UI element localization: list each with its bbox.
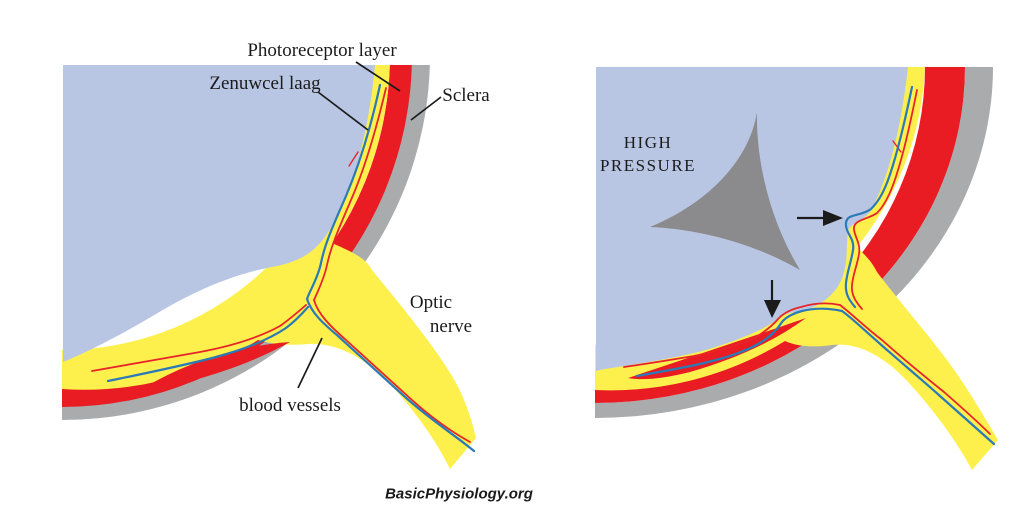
label-leader-lines — [297, 61, 442, 389]
blood-vessels-right — [623, 85, 996, 446]
retinal-vessel-red-lower — [623, 302, 841, 368]
retinal-vessel-blue-lower — [106, 305, 310, 383]
arrow-down-icon — [764, 280, 781, 318]
retinal-vessel-red-lower — [91, 304, 307, 372]
arrow-right-icon — [797, 210, 843, 226]
sclera-band — [595, 67, 993, 418]
retinal-vessel-blue-lower — [635, 307, 844, 378]
optic-nerve-label-line1: Optic — [409, 292, 453, 314]
photoreceptor-leader-line — [355, 61, 401, 92]
high-pressure-label-line2: PRESSURE — [599, 156, 697, 176]
sclera-label: Sclera — [442, 85, 490, 107]
sclera-leader-line — [410, 96, 442, 121]
left-panel-artwork — [62, 65, 476, 469]
vitreous-region — [63, 65, 375, 362]
high-pressure-label-line1: HIGH — [623, 133, 673, 153]
nerve-cell-leader-line — [317, 91, 369, 131]
photoreceptor-wedge — [140, 342, 290, 390]
blood-vessels-label: blood vessels — [239, 395, 341, 417]
retinal-vessel-red-upper — [313, 87, 387, 301]
optic-nerve-vessel-blue — [305, 297, 476, 453]
retinal-vessel-red-upper — [850, 89, 918, 310]
retinal-vessel-red-branch — [892, 140, 902, 153]
optic-nerve-vessel-blue — [840, 309, 996, 446]
optic-nerve-vessel-red — [313, 299, 471, 443]
retinal-vessel-blue-upper — [844, 85, 914, 309]
photoreceptor-layer-label: Photoreceptor layer — [247, 40, 397, 62]
optic-nerve-vessel-red — [839, 304, 991, 435]
blood-vessels-left — [91, 83, 476, 453]
source-credit: BasicPhysiology.org — [385, 485, 533, 503]
nerve-cell-layer-label: Zenuwcel laag — [209, 73, 321, 95]
retinal-vessel-blue-upper — [305, 83, 382, 301]
right-panel-artwork — [595, 67, 998, 470]
retinal-vessel-red-branch — [348, 151, 359, 167]
optic-nerve-label-line2: nerve — [429, 316, 473, 338]
pressure-star-shape — [650, 112, 800, 270]
blood-vessels-leader-line — [297, 337, 323, 389]
